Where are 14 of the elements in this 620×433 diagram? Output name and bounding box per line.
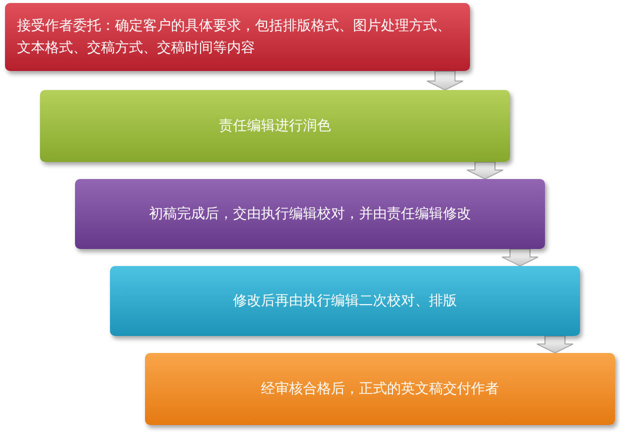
step-text: 经审核合格后，正式的英文稿交付作者 [261, 380, 499, 399]
arrow [426, 70, 464, 91]
step-text: 初稿完成后，交由执行编辑校对，并由责任编辑修改 [149, 205, 471, 224]
process-box [75, 179, 545, 249]
process-box [40, 90, 510, 162]
process-box [145, 353, 615, 425]
process-box [5, 3, 470, 71]
step-text: 责任编辑进行润色 [219, 117, 331, 136]
step-text: 修改后再由执行编辑二次校对、排版 [233, 292, 457, 311]
arrow [536, 336, 574, 354]
arrow [502, 248, 538, 267]
arrow [466, 162, 504, 180]
step-text: 接受作者委托：确定客户的具体要求，包括排版格式、图片处理方式、文本格式、交稿方式、交稿时间等内容 [17, 17, 452, 58]
process-box [110, 266, 580, 336]
